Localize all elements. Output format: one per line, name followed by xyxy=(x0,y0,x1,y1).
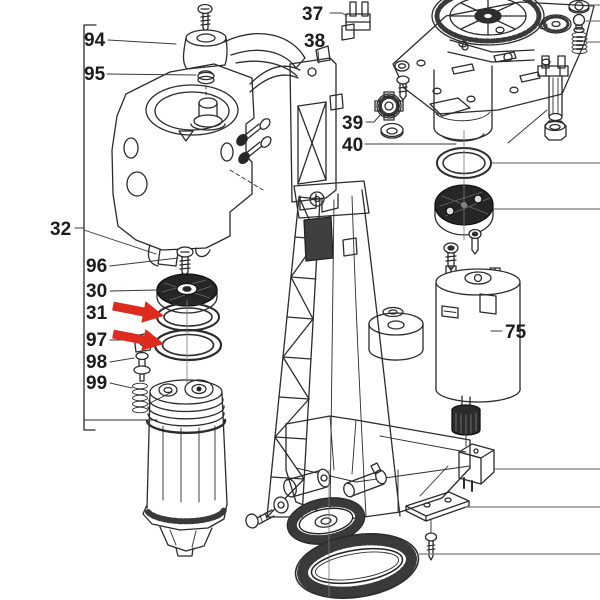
top-plate-assembly xyxy=(392,0,595,117)
label-75: 75 xyxy=(505,322,527,343)
part-95-spring-washer xyxy=(197,70,215,99)
leader-95 xyxy=(106,73,197,76)
label-96: 96 xyxy=(86,256,107,277)
leader-39 xyxy=(365,113,382,123)
gear-housing-drum xyxy=(433,65,493,142)
leader-96 xyxy=(109,257,179,267)
spring-99 xyxy=(132,382,148,414)
coil-spring-right xyxy=(571,31,588,55)
gear-39-and-bushing xyxy=(374,91,404,139)
label-98: 98 xyxy=(86,352,107,373)
support-frame-38 xyxy=(249,45,344,213)
disc-screws xyxy=(443,228,482,271)
label-99: 99 xyxy=(86,373,107,394)
housing-assembly xyxy=(111,3,306,267)
timing-belt xyxy=(294,533,420,599)
brew-cylinder xyxy=(142,379,228,557)
housing-block xyxy=(111,63,264,267)
red-arrow-31 xyxy=(112,301,165,323)
edge-leaders xyxy=(417,4,600,555)
red-arrow-97 xyxy=(112,329,165,351)
microswitch xyxy=(458,443,495,492)
mounting-screws xyxy=(236,118,272,165)
label-95: 95 xyxy=(84,64,106,85)
axis-lines xyxy=(186,129,465,599)
valve-98 xyxy=(133,351,151,382)
drive-tower xyxy=(266,180,424,518)
plate-nut-and-screw xyxy=(394,60,410,101)
shaft-pin xyxy=(343,462,387,498)
valve-stem-assembly xyxy=(507,55,569,144)
ball-pin xyxy=(572,13,586,34)
motor-75 xyxy=(435,265,521,447)
label-32: 32 xyxy=(50,219,71,240)
flange-nut xyxy=(568,0,590,14)
tower-base-housing xyxy=(245,415,471,529)
switch-bracket-37 xyxy=(341,1,371,41)
small-gear xyxy=(540,14,572,34)
leader-30 xyxy=(109,289,159,292)
label-37: 37 xyxy=(302,4,323,25)
screw-96 xyxy=(176,246,194,278)
label-39: 39 xyxy=(342,113,363,134)
label-94: 94 xyxy=(84,30,106,51)
cover-plate-screw xyxy=(424,519,438,561)
leader-98 xyxy=(109,357,135,363)
leader-38 xyxy=(317,50,320,64)
impeller-gear xyxy=(431,0,545,46)
label-31: 31 xyxy=(86,303,108,324)
leader-37 xyxy=(329,12,348,17)
label-97: 97 xyxy=(86,330,107,351)
labels: 94 95 32 96 30 31 97 98 99 37 38 39 40 7… xyxy=(50,4,527,394)
o-ring-31 xyxy=(156,302,220,332)
label-40: 40 xyxy=(342,135,363,156)
red-arrows xyxy=(112,301,165,351)
hex-nut xyxy=(544,120,567,141)
housing-boss-pin xyxy=(190,97,226,131)
label-30: 30 xyxy=(86,281,107,302)
label-38: 38 xyxy=(304,31,325,52)
leader-99 xyxy=(109,382,133,389)
screw-top xyxy=(197,3,213,33)
label-leaders xyxy=(74,12,503,389)
leader-94 xyxy=(107,39,177,45)
gear-strap xyxy=(447,39,535,63)
cover-plate xyxy=(405,491,470,522)
o-ring-97 xyxy=(153,328,223,362)
part-94-ram-lever xyxy=(182,29,306,77)
